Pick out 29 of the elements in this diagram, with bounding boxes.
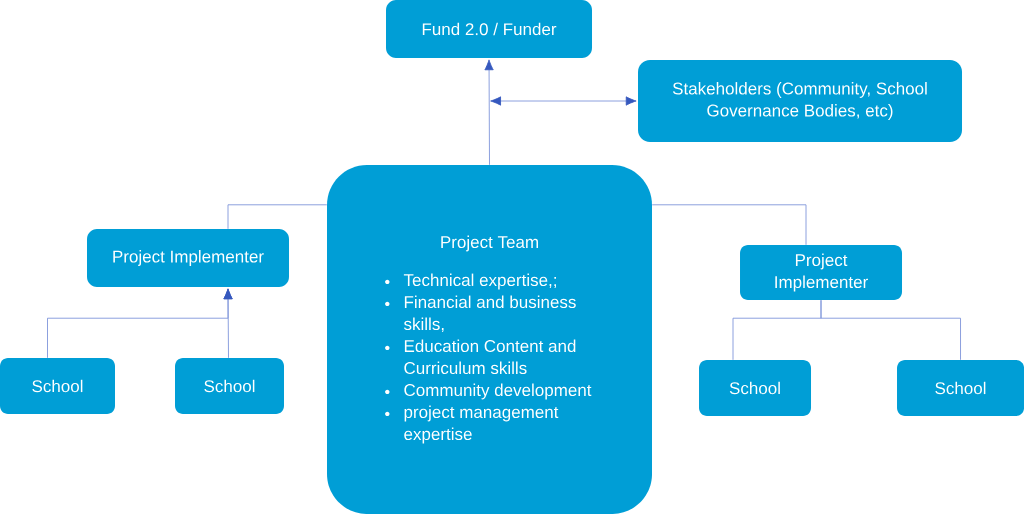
process-box xyxy=(638,60,962,142)
connector xyxy=(227,204,328,230)
box-label: School xyxy=(32,379,83,393)
process-box xyxy=(897,360,1024,416)
process-box xyxy=(699,360,811,416)
connector xyxy=(820,299,961,361)
box-label: School xyxy=(935,381,986,395)
bullet-item: project management expertise xyxy=(385,405,559,444)
connector xyxy=(651,204,807,246)
process-box xyxy=(0,358,115,414)
process-box xyxy=(87,229,289,287)
bullet-item: Financial and business skills, xyxy=(385,295,576,333)
box-label: Fund 2.0 / Funder xyxy=(422,22,557,36)
box-label: Stakeholders (Community, School Governance Bodies, etc) xyxy=(672,82,927,120)
box-heading: Project Team xyxy=(441,235,538,252)
bullet-item: Technical expertise,; xyxy=(385,273,556,290)
connector xyxy=(223,288,233,359)
connector xyxy=(490,96,637,106)
process-box xyxy=(327,165,652,514)
process-box xyxy=(386,0,592,58)
box-label: Project Implementer xyxy=(775,253,868,292)
bullet-item: Education Content and Curriculum skills xyxy=(385,339,576,375)
bullet-item: Community development xyxy=(385,383,592,400)
box-label: School xyxy=(729,381,780,395)
process-box xyxy=(175,358,284,414)
connector xyxy=(484,59,494,166)
process-box xyxy=(740,245,902,300)
box-label: School xyxy=(204,379,255,393)
box-label: Project Implementer xyxy=(113,250,264,266)
